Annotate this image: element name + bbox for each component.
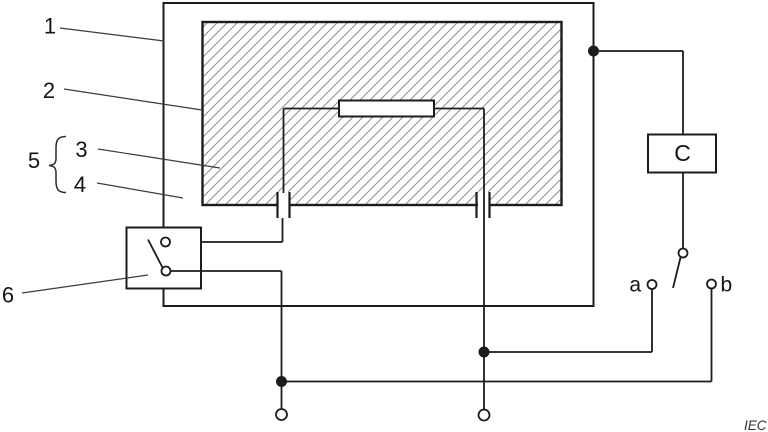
ref-label-4: 4 — [74, 172, 86, 197]
junction-dot-top — [588, 45, 599, 57]
leader-line-2 — [63, 88, 203, 111]
switch-upper-contact — [160, 236, 171, 248]
iec-attribution: IEC — [744, 418, 767, 432]
bottom-terminals — [275, 346, 491, 422]
switch-lower-contact — [160, 265, 172, 277]
ref-label-2: 2 — [43, 78, 55, 103]
selector-pivot — [677, 247, 689, 259]
switch-box-rect — [125, 226, 202, 290]
ref-label-5: 5 — [28, 148, 40, 173]
switch-box — [125, 226, 283, 409]
component-c-label: C — [674, 140, 691, 166]
contact-b — [706, 278, 717, 290]
terminal-left — [275, 408, 288, 421]
component-c-box — [647, 133, 717, 174]
enclosure-outline — [162, 2, 595, 307]
terminal-right — [477, 408, 491, 422]
brace-5 — [48, 135, 67, 194]
reference-labels: 1 2 3 4 5 6 — [2, 14, 88, 308]
leader-line-4 — [96, 182, 184, 199]
heating-element — [282, 99, 485, 409]
selector-blade — [672, 257, 682, 289]
selector-contacts: a b — [281, 274, 733, 383]
switch-blade — [147, 239, 164, 268]
leader-line-6 — [21, 274, 149, 294]
junction-dot-left — [276, 376, 287, 387]
top-branch: C — [588, 45, 717, 289]
left-feedthrough-gap — [278, 191, 289, 219]
element-slot — [338, 99, 435, 118]
contact-a-label: a — [629, 274, 641, 297]
left-feedthrough-plates — [276, 192, 291, 218]
hatched-body — [201, 20, 563, 219]
hatched-body-rect — [201, 20, 563, 207]
leader-lines — [21, 27, 221, 294]
ref-label-6: 6 — [2, 283, 14, 308]
ref-label-1: 1 — [44, 14, 56, 39]
leader-line-1 — [59, 27, 165, 42]
ref-label-3: 3 — [75, 137, 87, 162]
contact-b-label: b — [721, 274, 733, 297]
leader-line-3 — [97, 148, 221, 169]
junction-dot-right — [478, 346, 490, 358]
contact-a — [646, 279, 658, 290]
right-feedthrough-plates — [475, 192, 491, 218]
